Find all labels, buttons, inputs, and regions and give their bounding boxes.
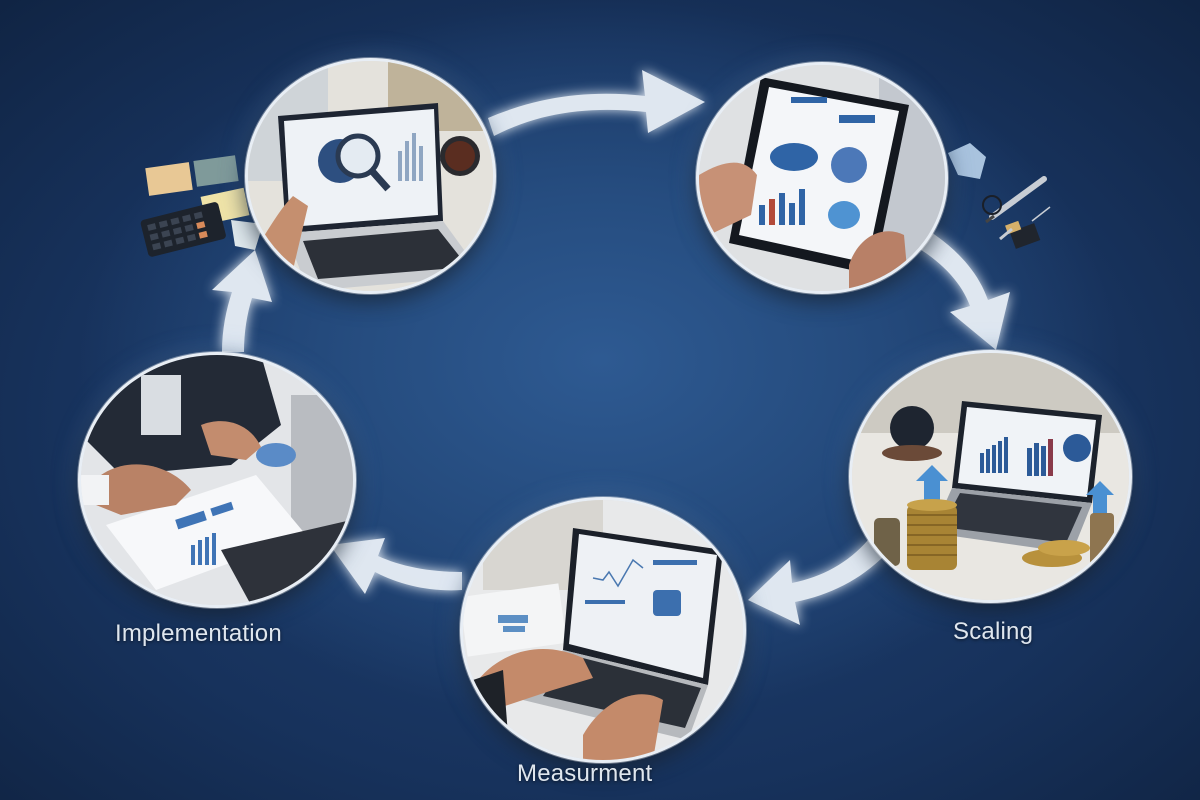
calculator-icon xyxy=(140,202,226,257)
tablet-charts-image xyxy=(699,65,945,291)
people-reviewing-charts-image xyxy=(81,355,353,605)
step-label-measurement: Measurment xyxy=(517,760,653,787)
step-circle-review xyxy=(696,62,948,294)
paper-note-icon xyxy=(231,220,263,250)
arrow-left-icon xyxy=(330,538,462,594)
laptop-coins-image xyxy=(852,353,1129,600)
step-circle-measurement xyxy=(460,497,746,763)
desk-props-right xyxy=(948,143,1051,249)
step-circle-implementation xyxy=(78,352,356,608)
arrow-left-icon xyxy=(748,540,885,625)
paper-note-icon xyxy=(948,143,986,179)
arrow-up-icon xyxy=(212,250,272,352)
laptop-magnifier-image xyxy=(248,61,493,291)
desk-props-left xyxy=(140,155,263,257)
arrow-down-icon xyxy=(918,230,1010,350)
sticky-note-icon xyxy=(193,155,239,187)
step-circle-scaling xyxy=(849,350,1132,603)
step-circle-analysis xyxy=(245,58,496,294)
laptop-typing-image xyxy=(463,500,743,760)
step-label-implementation: Implementation xyxy=(115,620,282,647)
arrow-right-icon xyxy=(488,70,705,136)
laptop-icon xyxy=(523,528,723,740)
binder-clip-icon xyxy=(999,206,1051,249)
up-arrow-icon xyxy=(916,465,1114,518)
coin-stack-icon xyxy=(874,499,1114,570)
pen-icon xyxy=(982,176,1047,224)
step-label-scaling: Scaling xyxy=(953,618,1034,645)
magnifier-icon xyxy=(318,133,391,192)
document-icon xyxy=(106,475,306,590)
sticky-note-icon xyxy=(145,162,193,196)
